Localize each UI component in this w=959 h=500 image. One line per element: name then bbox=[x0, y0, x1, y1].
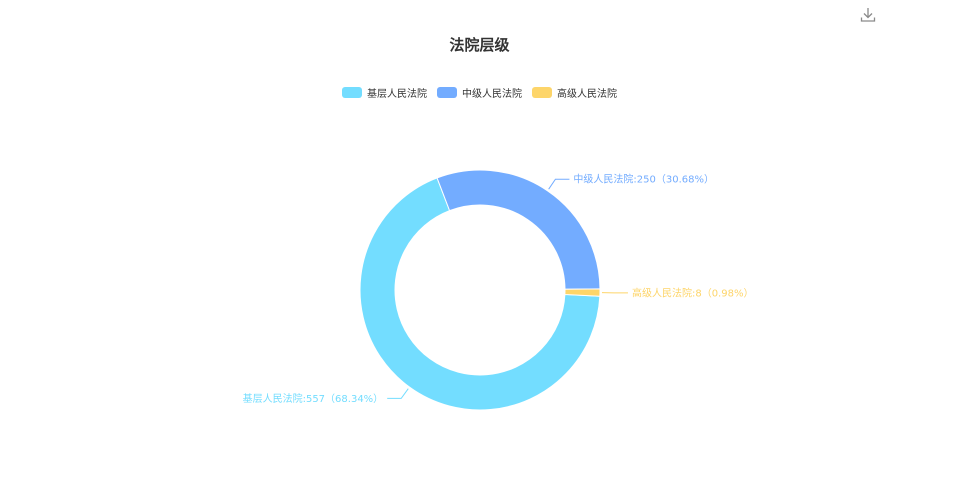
download-icon bbox=[860, 8, 876, 22]
legend-swatch-1 bbox=[437, 87, 457, 98]
label-leader-1 bbox=[548, 178, 570, 190]
slice-label-2: 高级人民法院:8（0.98%） bbox=[632, 286, 754, 299]
legend-swatch-2 bbox=[532, 87, 552, 98]
donut-slice-1[interactable] bbox=[436, 169, 601, 290]
legend-label-0: 基层人民法院 bbox=[367, 89, 427, 100]
legend-item-1[interactable]: 中级人民法院 bbox=[437, 85, 522, 100]
legend-swatch-0 bbox=[342, 87, 362, 98]
legend-label-1: 中级人民法院 bbox=[462, 89, 522, 100]
legend: 基层人民法院 中级人民法院 高级人民法院 bbox=[0, 85, 959, 100]
slice-label-0: 基层人民法院:557（68.34%） bbox=[243, 392, 384, 405]
donut-slice-2[interactable] bbox=[564, 288, 601, 297]
legend-label-2: 高级人民法院 bbox=[557, 89, 617, 100]
legend-item-2[interactable]: 高级人民法院 bbox=[532, 85, 617, 100]
label-leader-0 bbox=[387, 388, 409, 399]
legend-item-0[interactable]: 基层人民法院 bbox=[342, 85, 427, 100]
chart-title: 法院层级 bbox=[449, 36, 510, 54]
download-button[interactable] bbox=[859, 6, 877, 24]
donut-slice-0[interactable] bbox=[359, 177, 601, 411]
slice-label-1: 中级人民法院:250（30.68%） bbox=[573, 173, 714, 186]
